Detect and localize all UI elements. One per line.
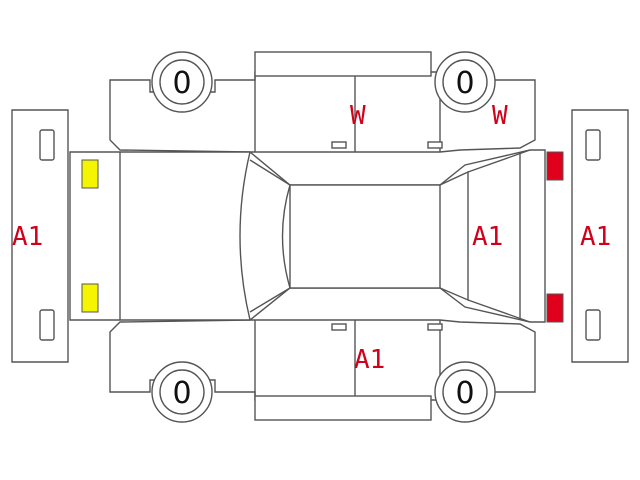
mark-left-rear-fender: W <box>492 101 508 131</box>
front-bumper <box>11 109 69 363</box>
tire-front-right: 0 <box>151 361 213 423</box>
left-side-panel <box>109 51 536 153</box>
rear-lamp-top <box>546 151 564 181</box>
mark-front-bumper: A1 <box>12 222 43 252</box>
tire-rear-left-value: 0 <box>455 66 474 101</box>
tire-rear-right-value: 0 <box>455 376 474 411</box>
roof-top-view <box>69 149 546 323</box>
mark-left-door: W <box>350 101 366 131</box>
tire-rear-right: 0 <box>434 361 496 423</box>
tire-front-right-value: 0 <box>172 376 191 411</box>
tire-rear-left: 0 <box>434 51 496 113</box>
tire-front-left: 0 <box>151 51 213 113</box>
tire-front-left-value: 0 <box>172 66 191 101</box>
rear-lamp-bottom <box>546 293 564 323</box>
front-lamp-bottom <box>81 283 99 313</box>
front-lamp-top <box>81 159 99 189</box>
rear-bumper <box>571 109 629 363</box>
right-side-panel <box>109 319 536 421</box>
mark-rear-glass: A1 <box>472 222 503 252</box>
mark-rear-bumper: A1 <box>580 222 611 252</box>
mark-right-door: A1 <box>354 345 385 375</box>
